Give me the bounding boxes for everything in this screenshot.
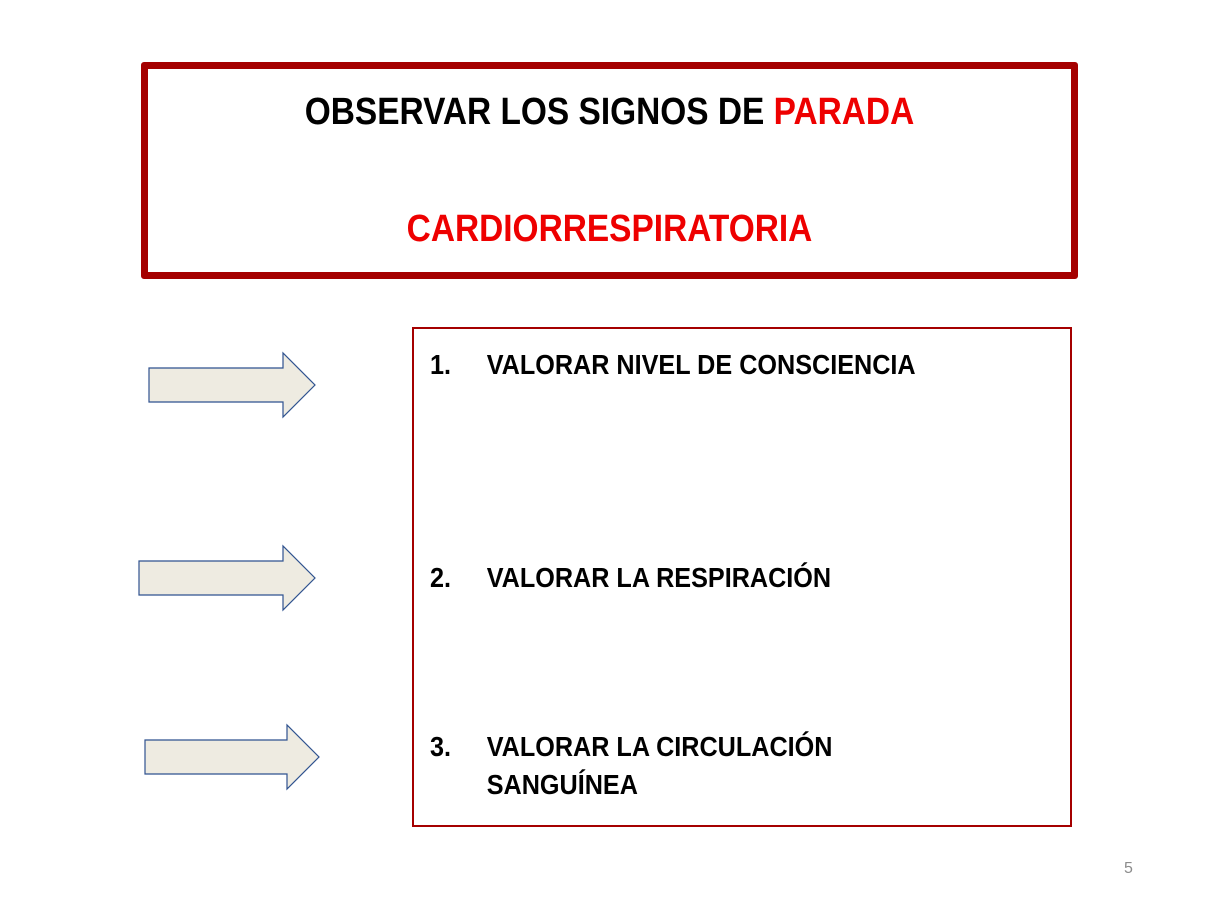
right-arrow-icon [144, 723, 320, 791]
title-highlight: PARADA [773, 91, 915, 133]
step-item: 2. VALORAR LA RESPIRACIÓN [430, 559, 831, 597]
step-number: 2. [430, 562, 452, 593]
title-box: OBSERVAR LOS SIGNOS DE PARADA CARDIORRES… [141, 62, 1078, 279]
step-text: VALORAR LA RESPIRACIÓN [486, 562, 832, 593]
step-item: 3. VALORAR LA CIRCULACIÓN SANGUÍNEA [430, 728, 832, 804]
step-text: VALORAR LA CIRCULACIÓN SANGUÍNEA [486, 731, 833, 800]
title-part-1: OBSERVAR LOS SIGNOS DE [304, 91, 774, 133]
title-line-1: OBSERVAR LOS SIGNOS DE PARADA [203, 93, 1015, 131]
right-arrow-icon [138, 544, 316, 612]
step-number: 1. [430, 349, 452, 380]
steps-box: 1. VALORAR NIVEL DE CONSCIENCIA 2. VALORAR… [412, 327, 1072, 827]
step-number: 3. [430, 731, 452, 762]
step-item: 1. VALORAR NIVEL DE CONSCIENCIA [430, 346, 916, 384]
title-line-2: CARDIORRESPIRATORIA [406, 208, 813, 250]
page-number: 5 [1124, 860, 1133, 877]
step-text: VALORAR NIVEL DE CONSCIENCIA [486, 349, 916, 380]
right-arrow-icon [148, 351, 316, 419]
